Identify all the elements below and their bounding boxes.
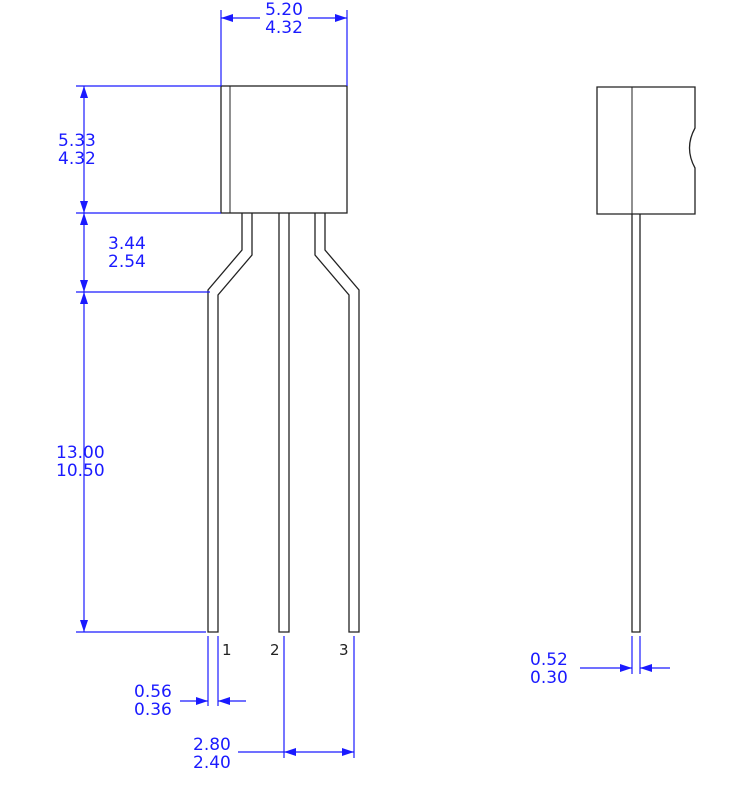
dim-body-width: 5.20 4.32 xyxy=(220,0,348,86)
body-width-max: 5.20 xyxy=(265,0,303,20)
dim-lead-pitch: 2.80 2.40 xyxy=(193,636,355,773)
body-height-min: 4.32 xyxy=(58,149,96,169)
body-height-max: 5.33 xyxy=(58,131,96,151)
pin-3-label: 3 xyxy=(339,641,349,659)
pin-1-label: 1 xyxy=(222,641,232,659)
dim-lead-width: 0.56 0.36 xyxy=(134,636,246,720)
dim-lead-thickness: 0.52 0.30 xyxy=(530,636,670,688)
side-view xyxy=(596,86,696,633)
lead-2 xyxy=(278,213,290,633)
lead-width-max: 0.56 xyxy=(134,682,172,702)
package-body-front xyxy=(220,85,348,214)
lead-length-max: 13.00 xyxy=(56,443,105,463)
lead-width-min: 0.36 xyxy=(134,700,172,720)
lead-thickness-max: 0.52 xyxy=(530,650,568,670)
lead-thickness-min: 0.30 xyxy=(530,668,568,688)
dim-lead-length: 13.00 10.50 xyxy=(56,292,206,633)
bend-height-max: 3.44 xyxy=(108,234,146,254)
lead-pitch-max: 2.80 xyxy=(193,735,231,755)
lead-1 xyxy=(207,213,253,633)
front-view: 1 2 3 xyxy=(207,85,360,659)
pin-2-label: 2 xyxy=(270,641,280,659)
package-body-side xyxy=(596,86,696,215)
lead-3 xyxy=(314,213,360,633)
body-width-min: 4.32 xyxy=(265,18,303,38)
bend-height-min: 2.54 xyxy=(108,252,146,272)
lead-pitch-min: 2.40 xyxy=(193,753,231,773)
lead-length-min: 10.50 xyxy=(56,461,105,481)
lead-side xyxy=(631,214,641,633)
dim-bend-height: 3.44 2.54 xyxy=(76,213,210,293)
dim-body-height: 5.33 4.32 xyxy=(58,85,221,214)
